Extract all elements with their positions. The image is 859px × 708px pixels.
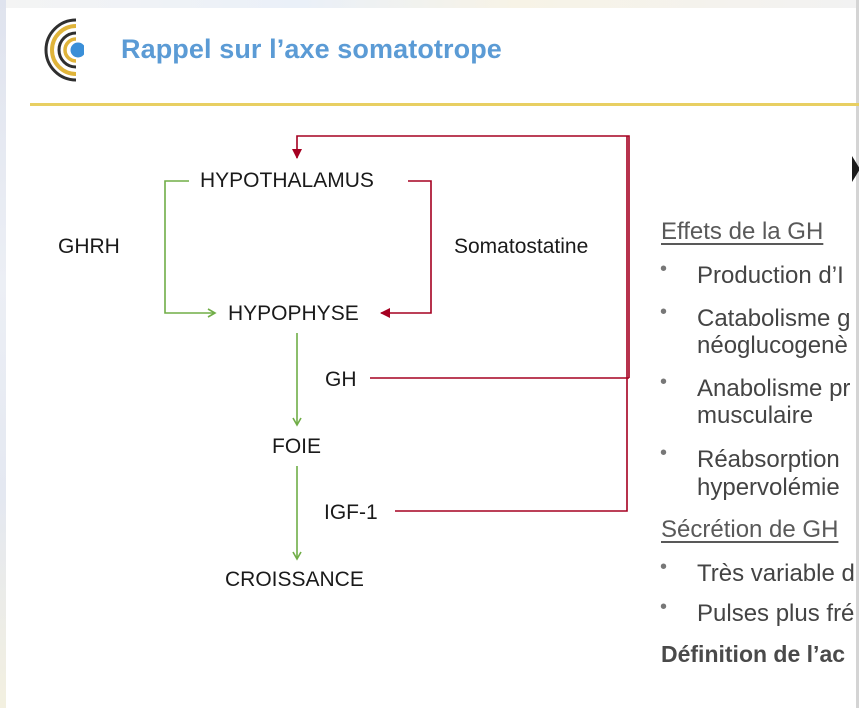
definition-heading: Définition de l’ac (661, 641, 846, 667)
ghrh-stimulation-arrow (164, 180, 217, 318)
bullet-icon: • (660, 371, 668, 393)
hypothalamus-label: HYPOTHALAMUS (200, 169, 374, 192)
window-top-strip (0, 0, 859, 8)
ghrh-label: GHRH (58, 235, 120, 258)
logo-icon (44, 18, 84, 82)
bullet-icon: • (660, 301, 668, 323)
title-underline-rule (30, 103, 859, 106)
gh-label: GH (325, 368, 357, 391)
somatostatine-inhibition-arrow (380, 180, 432, 318)
play-arrow-icon (852, 156, 859, 182)
foie-label: FOIE (272, 435, 322, 458)
slide-left-edge (0, 0, 6, 708)
secretion-heading: Sécrétion de GH (661, 516, 839, 543)
bullet-icon: • (660, 258, 668, 280)
igf1-feedback-line (395, 136, 628, 512)
bullet-icon: • (660, 442, 668, 464)
slide-title: Rappel sur l’axe somatotrope (121, 34, 502, 64)
bullet-icon: • (660, 556, 668, 578)
feedback-to-hypothalamus-arrow (292, 135, 630, 378)
croissance-label: CROISSANCE (225, 568, 364, 591)
effets-heading: Effets de la GH (661, 218, 824, 245)
igf1-label: IGF-1 (324, 501, 378, 524)
somatostatine-label: Somatostatine (454, 235, 589, 258)
bullet-icon: • (660, 596, 668, 618)
hypophyse-label: HYPOPHYSE (228, 302, 359, 325)
slide-right-edge (856, 0, 859, 708)
